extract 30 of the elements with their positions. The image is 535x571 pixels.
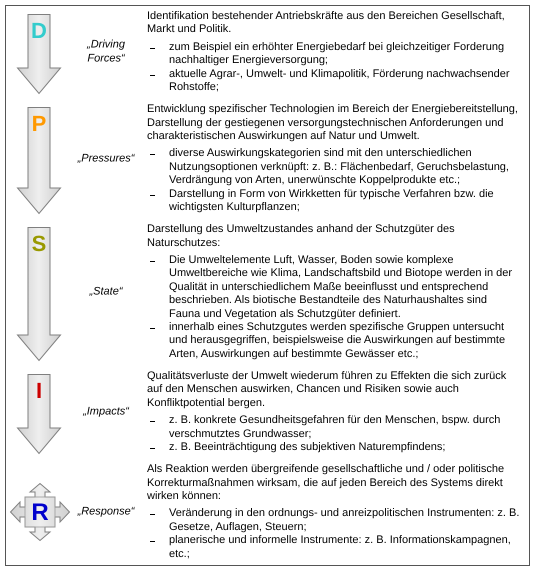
description-text: Als Reaktion werden übergreifende gesellschaftliche und / oder politische Korrekturmaßnahmen wirksam, die auf jeden Bereich des Systems direkt wirken können: (147, 463, 506, 504)
description-text: Identifikation bestehender Antriebskräfte aus den Bereichen Gesellschaft, Markt und Politik. (147, 10, 506, 37)
stage-shape (17, 14, 61, 94)
stage-name: „Response“ (76, 505, 136, 519)
stage-shape (17, 107, 61, 214)
bullet-text: planerische und informelle Instrumente: z. B. Informationskampagnen, etc.; (169, 534, 512, 561)
stage-letter: R (31, 501, 49, 526)
stage-shape (17, 374, 61, 454)
stage-name: „State“ (88, 285, 124, 299)
four-way-block-arrow (10, 483, 70, 542)
stage-shape (17, 227, 61, 362)
stage-name: „Driving Forces“ (86, 38, 126, 66)
stage-name: „Impacts“ (82, 405, 130, 419)
bullet-text: Darstellung in Form von Wirkketten für typische Verfahren bzw. die wichtigsten Kulturpflanzen; (169, 188, 495, 214)
bullet-text: z. B. konkrete Gesundheitsgefahren für den Menschen, bspw. durch verschmutztes Grundwasser; (169, 414, 502, 441)
stage-name: „Pressures“ (76, 152, 136, 166)
bullet-text: innerhalb eines Schutzgutes werden spezifische Gruppen untersucht und herausgegriffen, beispielsweise die Auswirkungen auf bestimmte Arten, Auswirkungen auf bestimmte Gewässer etc.; (169, 321, 506, 362)
description-text: Entwicklung spezifischer Technologien im Bereich der Energiebereitstellung, Darstellung der gestiegenen versorgungstechnischen Anforderungen und charakteristischen Auswirkungen auf Natur und Umwelt. (147, 103, 519, 144)
bullet-text: diverse Auswirkungskategorien sind mit den unterschiedlichen Nutzungsoptionen verknüpft: z. B.: Flächenbedarf, Geruchsbelastung, Verdrängung von Arten, unerwünschte Koppelprodukte etc.; (169, 147, 510, 188)
stage-letter: P (32, 113, 46, 136)
bullet-text: Veränderung in den ordnungs- und anreizpolitischen Instrumenten: z. B. Gesetze, Auflagen, Steuern; (169, 507, 520, 534)
stage-letter: D (31, 20, 47, 42)
stage-letter: I (36, 380, 42, 402)
description-text: Qualitätsverluste der Umwelt wiederum führen zu Effekten die sich zurück auf den Menschen auswirken, Chancen und Risiken sowie auch Konfliktpotential bergen. (147, 370, 508, 410)
bullet-text: zum Beispiel ein erhöhter Energiebedarf bei gleichzeitiger Forderung nachhaltiger Energieversorgung; (169, 40, 506, 68)
bullet-text: z. B. Beeinträchtigung des subjektiven Naturempfindens; (169, 440, 446, 454)
description-text: Darstellung des Umweltzustandes anhand der Schutzgüter des Naturschutzes: (147, 223, 456, 250)
bullet-text: aktuelle Agrar-, Umwelt- und Klimapolitik, Förderung nachwachsender Rohstoffe; (169, 68, 511, 94)
bullet-text: Die Umweltelemente Luft, Wasser, Boden sowie komplexe Umweltbereiche wie Klima, Landschaftsbild und Biotope werden in der Qualität in unterschiedlichem Maße beeinflusst und entsprechend beschrieben. Als biotische Bestandteile des Naturhaushaltes sind Fauna und Vegetation als Schutzgüter definiert. (169, 254, 514, 321)
stage-letter: S (32, 233, 46, 256)
